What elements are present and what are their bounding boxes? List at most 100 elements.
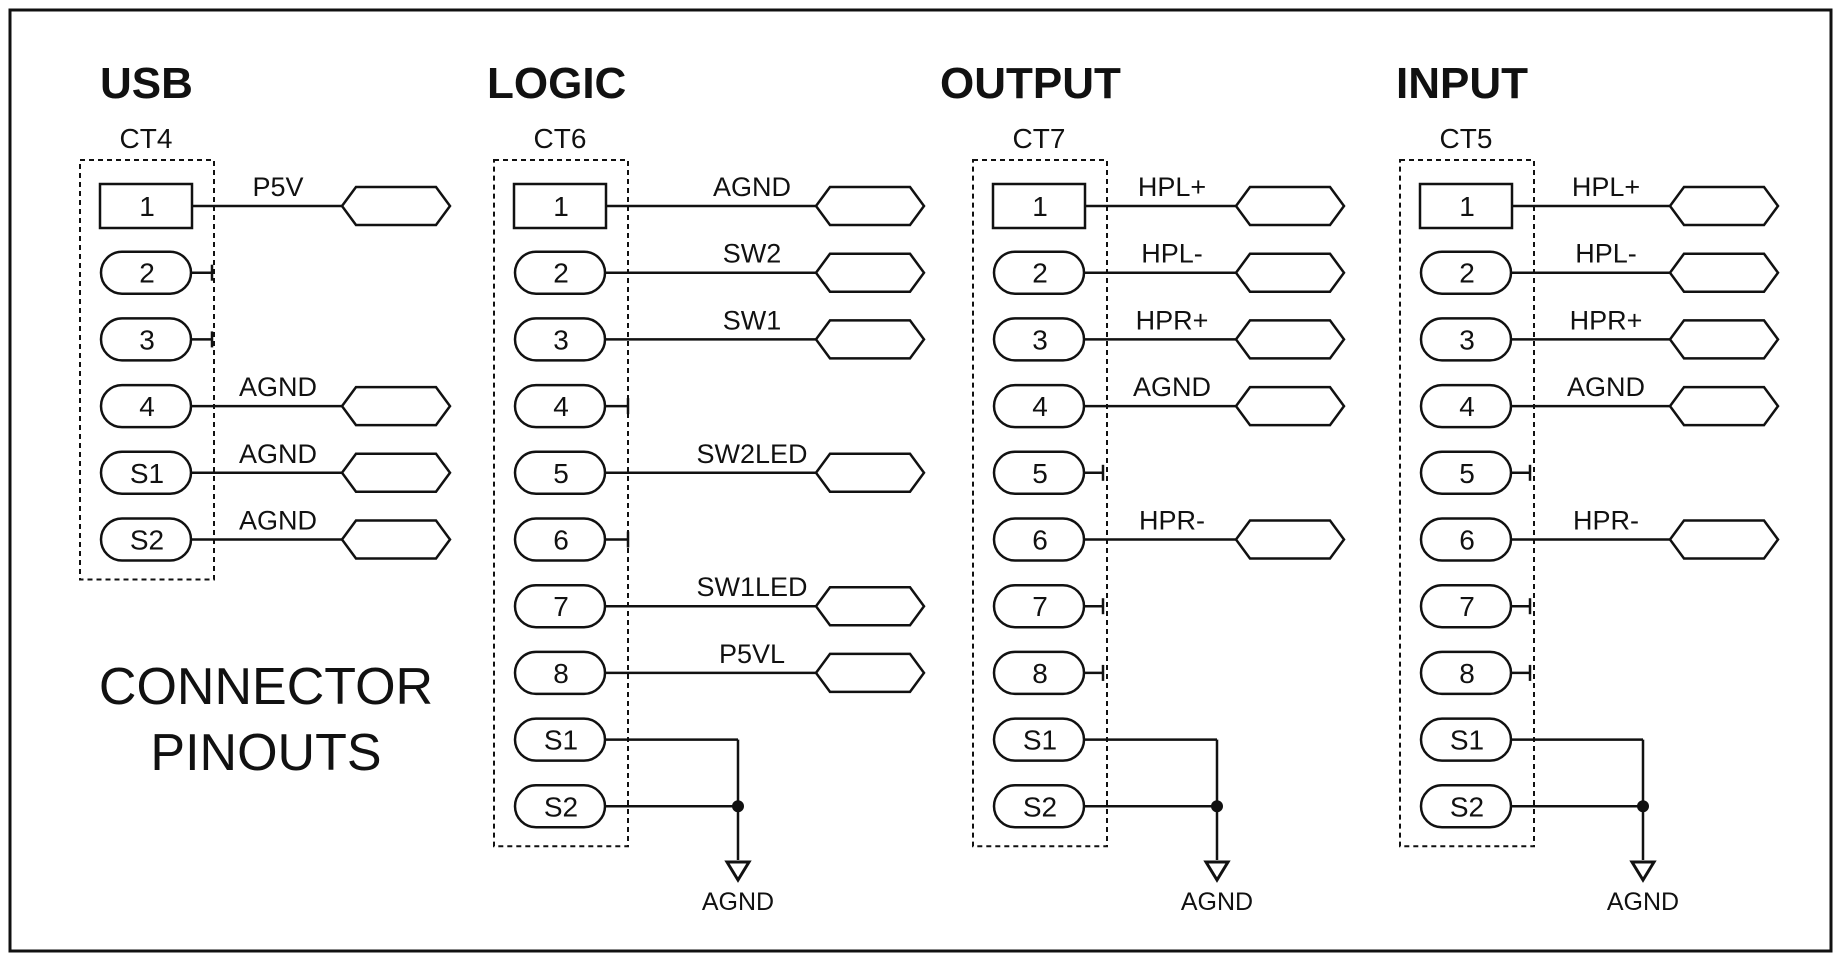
caption: CONNECTOR PINOUTS (99, 658, 433, 782)
pin-body (513, 717, 607, 762)
pin-body (992, 784, 1086, 829)
pin: S1 (1419, 717, 1643, 762)
pin-body (1418, 182, 1514, 230)
signal-port (1234, 385, 1346, 427)
connector-ref: CT5 (1440, 123, 1493, 154)
pin-label: 1 (1459, 191, 1475, 222)
pin-body (992, 383, 1086, 429)
pin-label: S1 (130, 458, 164, 489)
pin-label: 6 (1032, 525, 1048, 556)
pin-label: 6 (553, 525, 569, 556)
connector-output: OUTPUTCT71HPL+2HPL-3HPR+4AGND56HPR-78S1S… (940, 59, 1346, 916)
pin-label: S1 (1450, 725, 1484, 756)
pin-body (1419, 517, 1513, 562)
pin-body (99, 383, 193, 429)
pin-body (1419, 317, 1513, 362)
pin-body (1419, 450, 1513, 496)
pin-label: 1 (139, 191, 155, 222)
caption-line-2: PINOUTS (150, 724, 381, 782)
pin: 5 (992, 450, 1105, 496)
pin-body (99, 317, 193, 362)
signal-port (340, 385, 452, 427)
pin: 7 (1419, 583, 1532, 629)
pin-label: 3 (139, 324, 155, 355)
signal-label: HPR+ (1136, 305, 1209, 335)
ground-symbol-icon (1629, 860, 1657, 883)
ground-label: AGND (702, 888, 774, 916)
pin-label: 5 (1459, 458, 1475, 489)
connector-outline (493, 159, 629, 848)
signal-label: HPL+ (1138, 172, 1206, 202)
connector-ref: CT4 (120, 123, 173, 154)
pin-label: 3 (1459, 324, 1475, 355)
signal-label: AGND (713, 172, 791, 202)
ground-symbol-icon (724, 860, 752, 883)
signal-port (814, 652, 926, 694)
signal-label: HPR- (1139, 506, 1205, 536)
pin: 8 (1419, 650, 1532, 696)
pin: 3 (99, 317, 214, 362)
junction-dot (1211, 800, 1223, 813)
pin-body (992, 583, 1086, 629)
signal-label: SW2LED (696, 439, 807, 469)
pin-label: 3 (1032, 324, 1048, 355)
pin: 2 HPL- (1419, 239, 1780, 295)
junction-dot (732, 800, 744, 813)
signal-port (1668, 252, 1780, 293)
junction-dot (1637, 800, 1649, 813)
signal-port (1234, 319, 1346, 360)
pin-body (513, 317, 607, 362)
caption-line-1: CONNECTOR (99, 658, 433, 716)
pin: 5 (1419, 450, 1532, 496)
signal-port (340, 185, 452, 227)
pin-label: S2 (544, 791, 578, 822)
pin-label: 4 (553, 391, 569, 422)
pin-body (513, 450, 607, 496)
signal-label: HPL- (1575, 239, 1637, 269)
connector-ref: CT7 (1013, 123, 1066, 154)
connector-title: USB (100, 59, 193, 108)
signal-label: AGND (239, 372, 317, 402)
signal-port (340, 452, 452, 494)
signal-port (1668, 519, 1780, 560)
pin-label: 4 (139, 391, 155, 422)
diagram-frame (8, 8, 1833, 953)
pin-label: S1 (1023, 725, 1057, 756)
signal-port (814, 252, 926, 293)
pin-label: 2 (553, 258, 569, 289)
pin: S2 (992, 784, 1217, 829)
signal-port (1668, 385, 1780, 427)
pin-body (513, 583, 607, 629)
pin-label: 7 (553, 591, 569, 622)
connector-title: OUTPUT (940, 59, 1121, 108)
pin-label: 1 (553, 191, 569, 222)
signal-label: AGND (1133, 372, 1211, 402)
pin-body (992, 717, 1086, 762)
ground-label: AGND (1181, 888, 1253, 916)
pin-label: 6 (1459, 525, 1475, 556)
signal-port (814, 452, 926, 494)
signal-label: SW1 (723, 305, 782, 335)
pin: 8 (992, 650, 1105, 696)
pin: 4 AGND (99, 372, 452, 429)
pin-label: 2 (1459, 258, 1475, 289)
pin-label: 8 (1459, 658, 1475, 689)
signal-label: SW1LED (696, 572, 807, 602)
signal-port (1668, 185, 1780, 227)
pin: 6 (513, 517, 630, 562)
pin-label: S1 (544, 725, 578, 756)
pin-body (992, 650, 1086, 696)
pin-body (1419, 650, 1513, 696)
connector-ref: CT6 (534, 123, 587, 154)
